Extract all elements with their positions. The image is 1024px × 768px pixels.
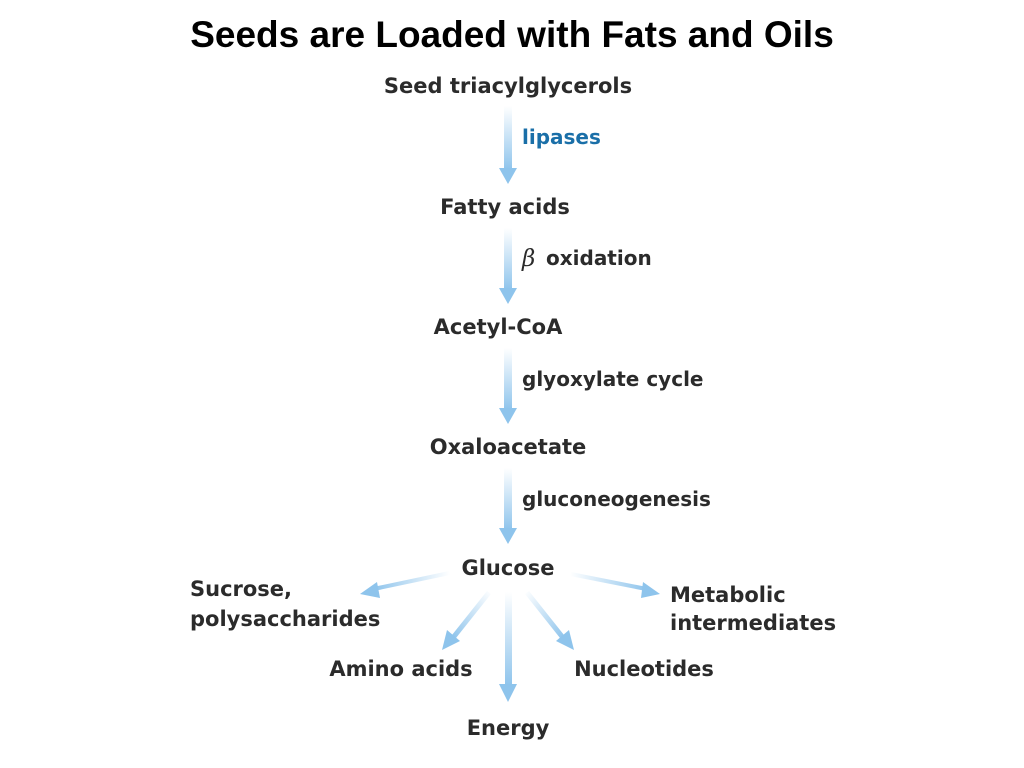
node-energy: Energy (467, 716, 550, 740)
arrow-triacylglycerols-to-fatty-acids (499, 106, 517, 184)
arrow-fatty-acids-to-acetyl-coa (499, 228, 517, 304)
node-acetyl-coa: Acetyl-CoA (434, 315, 563, 339)
node-sucrose-line1: Sucrose, (190, 577, 292, 601)
step-label-gluconeogenesis: gluconeogenesis (522, 487, 711, 511)
node-oxaloacetate: Oxaloacetate (430, 435, 587, 459)
arrow-glucose-to-sucrose (360, 571, 450, 598)
node-metabolic-line1: Metabolic (670, 583, 786, 607)
step-label-lipases: lipases (522, 125, 601, 149)
node-seed-triacylglycerols: Seed triacylglycerols (384, 74, 632, 98)
slide-title: Seeds are Loaded with Fats and Oils (190, 14, 834, 55)
arrow-glucose-to-energy (499, 592, 517, 702)
node-amino-acids: Amino acids (329, 657, 472, 681)
node-glucose: Glucose (461, 556, 554, 580)
arrow-glucose-to-metabolic-intermediates (570, 572, 660, 598)
arrow-acetyl-coa-to-oxaloacetate (499, 348, 517, 424)
arrow-oxaloacetate-to-glucose (499, 468, 517, 544)
arrow-glucose-to-amino-acids (442, 591, 491, 650)
node-nucleotides: Nucleotides (574, 657, 714, 681)
node-sucrose-line2: polysaccharides (190, 607, 380, 631)
beta-symbol: β (521, 246, 535, 272)
node-fatty-acids: Fatty acids (440, 195, 570, 219)
step-label-glyoxylate-cycle: glyoxylate cycle (522, 367, 704, 391)
node-metabolic-line2: intermediates (670, 611, 836, 635)
step-label-beta-oxidation: oxidation (546, 246, 652, 270)
arrow-glucose-to-nucleotides (525, 591, 574, 650)
